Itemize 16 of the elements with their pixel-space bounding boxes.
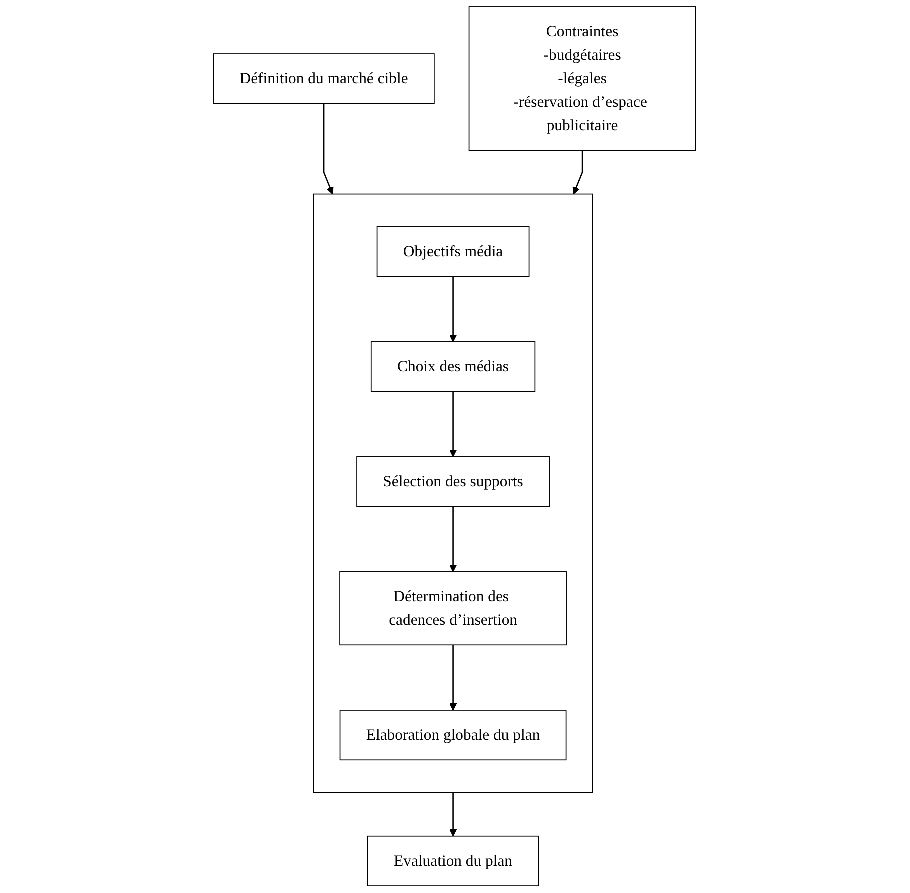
- node-box: Elaboration globale du plan: [340, 710, 568, 761]
- arrow: [450, 792, 458, 837]
- cluster: [314, 194, 594, 794]
- arrow: [450, 392, 458, 458]
- node-box: Contraintes -budgétaires -légales -réservation d’espace publicitaire: [469, 6, 697, 152]
- arrow: [450, 506, 458, 572]
- arrow: [324, 104, 334, 195]
- node-box: Détermination des cadences d’insertion: [340, 572, 568, 646]
- arrow: [450, 276, 458, 342]
- node-box: Objectifs média: [377, 226, 530, 278]
- arrow: [450, 645, 458, 711]
- arrow: [573, 150, 584, 195]
- node-box: Choix des médias: [371, 342, 536, 392]
- node-box: Evaluation du plan: [368, 836, 540, 886]
- node-box: Sélection des supports: [356, 456, 550, 508]
- node-box: Définition du marché cible: [213, 54, 436, 104]
